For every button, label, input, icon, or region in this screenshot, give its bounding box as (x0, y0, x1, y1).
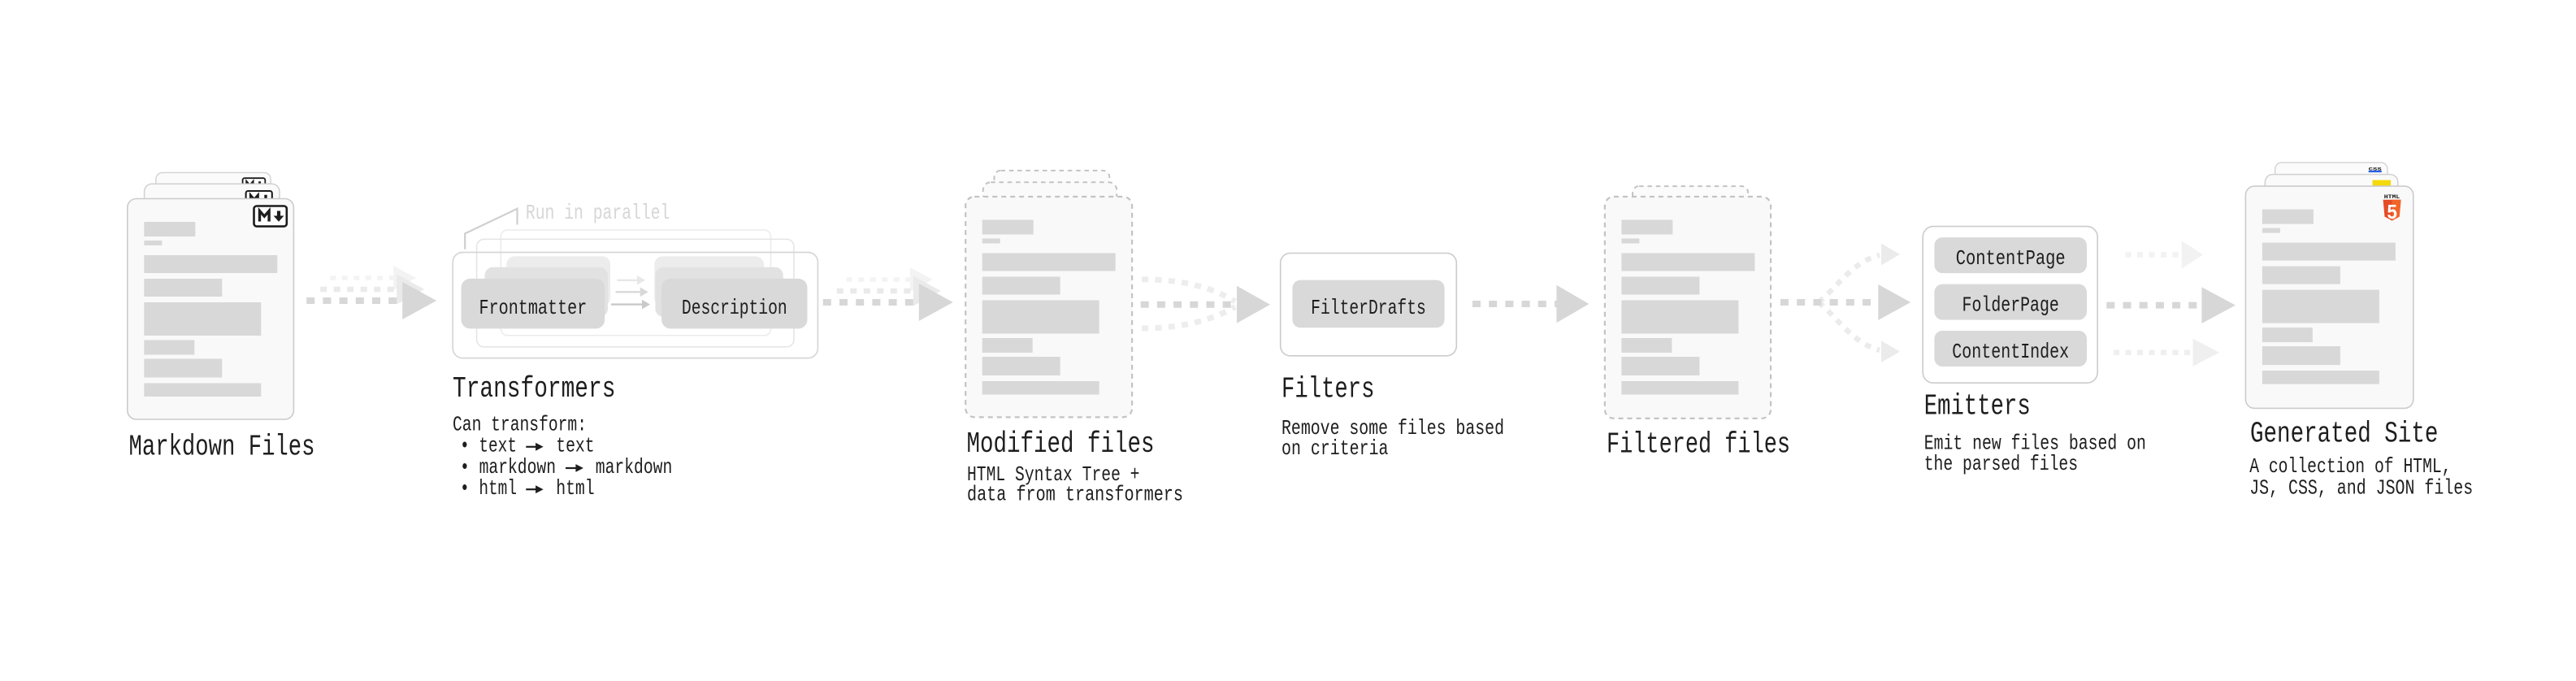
svg-text:FolderPage: FolderPage (1962, 293, 2059, 317)
svg-text:markdown: markdown (596, 455, 673, 479)
svg-text:Run in parallel: Run in parallel (526, 201, 670, 225)
svg-text:Filters: Filters (1281, 372, 1375, 406)
svg-text:CSS: CSS (2369, 166, 2383, 171)
svg-text:HTML Syntax Tree +: HTML Syntax Tree + (967, 462, 1140, 487)
svg-text:text: text (556, 434, 595, 458)
svg-text:JS, CSS, and JSON files: JS, CSS, and JSON files (2249, 476, 2473, 501)
svg-text:Emit new files based on: Emit new files based on (1924, 432, 2146, 456)
svg-text:Remove some files based: Remove some files based (1281, 416, 1504, 440)
svg-text:• markdown: • markdown (460, 455, 556, 479)
svg-text:ContentIndex: ContentIndex (1952, 340, 2069, 364)
svg-text:Emitters: Emitters (1924, 390, 2031, 423)
svg-text:Description: Description (682, 296, 787, 320)
svg-text:Transformers: Transformers (453, 372, 615, 406)
svg-text:Modified files: Modified files (967, 427, 1155, 461)
svg-text:Frontmatter: Frontmatter (479, 296, 588, 320)
svg-text:Filtered files: Filtered files (1607, 428, 1790, 462)
svg-text:• text: • text (460, 434, 517, 458)
svg-text:5: 5 (2387, 201, 2398, 225)
svg-text:data from transformers: data from transformers (967, 483, 1183, 507)
svg-text:FilterDrafts: FilterDrafts (1311, 296, 1426, 320)
svg-text:html: html (556, 476, 595, 501)
svg-text:Can transform:: Can transform: (453, 413, 587, 437)
svg-text:Markdown Files: Markdown Files (129, 430, 315, 463)
svg-text:Generated Site: Generated Site (2250, 418, 2438, 451)
svg-text:A collection of HTML,: A collection of HTML, (2249, 454, 2451, 479)
svg-text:on criteria: on criteria (1281, 436, 1389, 461)
svg-text:HTML: HTML (2384, 194, 2400, 200)
svg-text:• html: • html (460, 476, 517, 501)
svg-text:ContentPage: ContentPage (1956, 246, 2066, 271)
svg-text:the parsed files: the parsed files (1924, 452, 2078, 476)
